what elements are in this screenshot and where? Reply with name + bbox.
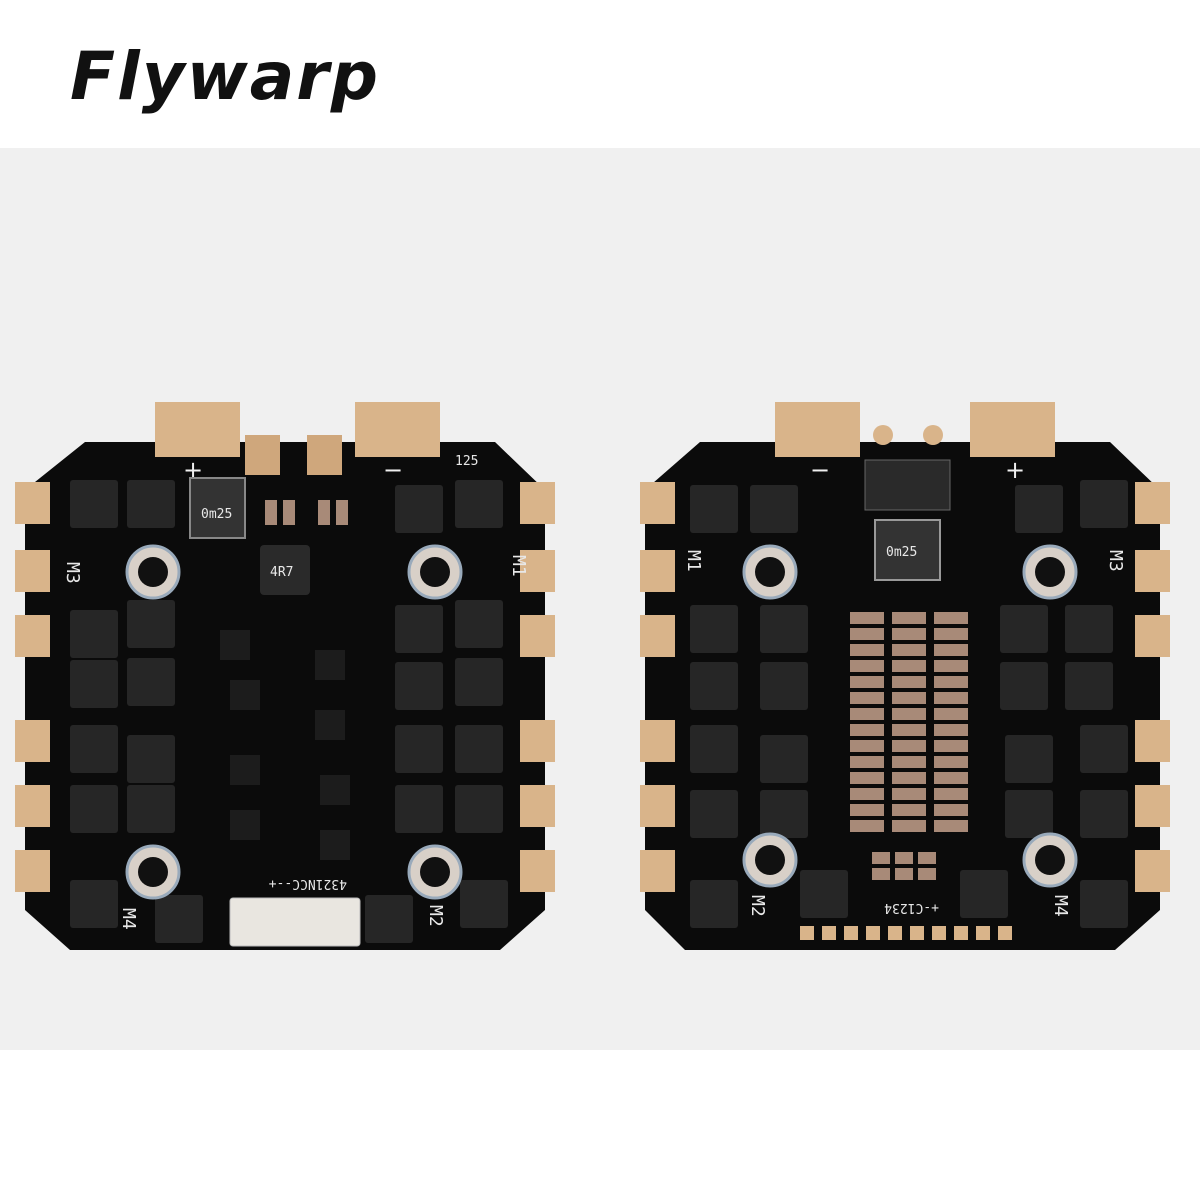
right-motor-pads <box>520 482 555 892</box>
mounting-holes <box>742 544 1078 888</box>
left-mosfets <box>70 480 203 943</box>
label-m1: M1 <box>683 550 704 572</box>
plus-label: + <box>1005 456 1025 484</box>
label-m4: M4 <box>1050 895 1071 917</box>
label-m2: M2 <box>425 905 446 927</box>
right-mosfets <box>960 480 1128 928</box>
power-pad-plus <box>155 402 240 457</box>
label-m3: M3 <box>62 562 83 584</box>
current-shunt <box>189 477 246 539</box>
right-motor-pads <box>1135 482 1170 892</box>
power-pad-minus <box>775 402 860 457</box>
power-pad-plus <box>970 402 1055 457</box>
right-mosfets <box>365 480 508 943</box>
label-m4: M4 <box>118 908 139 930</box>
shunt-marking: 0m25 <box>201 507 232 522</box>
left-motor-pads <box>15 482 50 892</box>
shunt-marking: 0m25 <box>886 545 917 560</box>
inductor <box>260 545 310 595</box>
label-m2: M2 <box>747 895 768 917</box>
mounting-holes <box>125 544 463 900</box>
flywarp-logo: Flywarp <box>70 38 381 115</box>
power-pad-minus <box>355 402 440 457</box>
connector-marking: 4321NCC--+ <box>269 876 347 891</box>
label-m3: M3 <box>1105 550 1126 572</box>
label-m1: M1 <box>508 555 529 577</box>
corner-marking: 125 <box>455 454 478 469</box>
left-motor-pads <box>640 482 675 892</box>
current-shunt <box>874 519 941 581</box>
esc-board-bottom-side: − + 0m25 <box>640 390 1180 965</box>
bottom-signal-pads <box>800 926 1012 940</box>
left-mosfets <box>690 485 848 928</box>
signal-connector <box>229 897 361 947</box>
controller-ics <box>220 630 350 860</box>
connector-marking: +-C1234 <box>884 900 939 915</box>
capacitor-bank <box>850 612 968 832</box>
minus-label: − <box>810 456 830 484</box>
minus-label: − <box>383 456 403 484</box>
esc-board-top-side: + − 125 <box>15 390 555 965</box>
inductor-marking: 4R7 <box>270 565 293 580</box>
